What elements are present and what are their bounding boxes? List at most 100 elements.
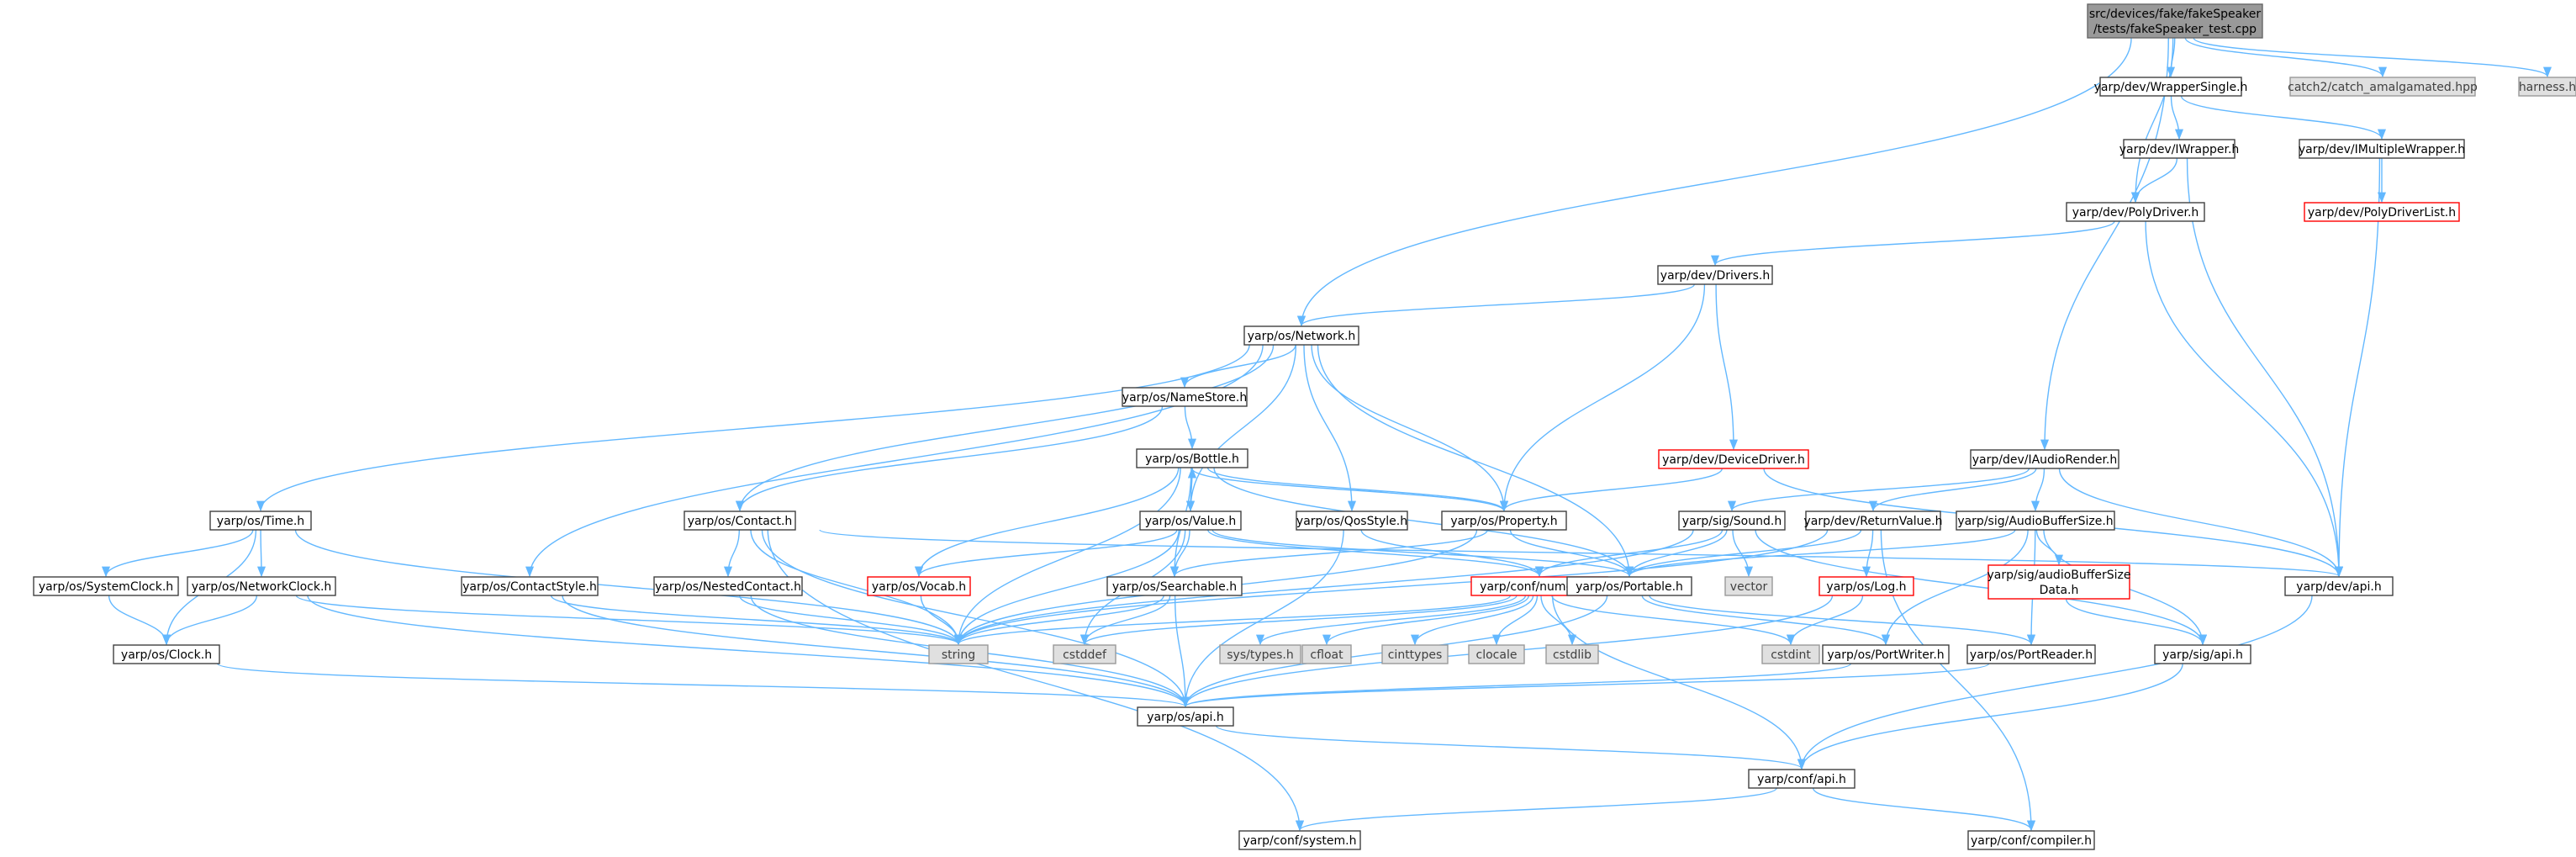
node-ContactStyle[interactable]: yarp/os/ContactStyle.h: [461, 576, 599, 596]
node-cstddef[interactable]: cstddef: [1053, 644, 1116, 664]
node-Drivers[interactable]: yarp/dev/Drivers.h: [1657, 265, 1773, 285]
node-NestedContact[interactable]: yarp/os/NestedContact.h: [653, 576, 803, 596]
node-box: [1724, 576, 1773, 596]
node-clocale[interactable]: clocale: [1468, 644, 1525, 664]
node-box: [1301, 644, 1352, 664]
edge-numeric-to-cstdint: [1551, 595, 1795, 646]
node-Sound[interactable]: yarp/sig/Sound.h: [1678, 510, 1786, 531]
node-AudioBufferSize[interactable]: yarp/sig/AudioBufferSize.h: [1956, 510, 2115, 531]
node-devapi[interactable]: yarp/dev/api.h: [2284, 576, 2394, 596]
node-label: /tests/fakeSpeaker_test.cpp: [2093, 23, 2257, 36]
edge-line: [2130, 37, 2174, 204]
node-DeviceDriver[interactable]: yarp/dev/DeviceDriver.h: [1658, 449, 1809, 469]
node-Searchable[interactable]: yarp/os/Searchable.h: [1106, 576, 1243, 596]
node-label: src/devices/fake/fakeSpeaker: [2089, 8, 2262, 21]
node-label: yarp/dev/Drivers.h: [1660, 269, 1770, 283]
node-harness[interactable]: harness.h: [2518, 77, 2576, 97]
node-Bottle[interactable]: yarp/os/Bottle.h: [1136, 448, 1248, 468]
node-Log[interactable]: yarp/os/Log.h: [1819, 576, 1914, 596]
edge-line: [2040, 37, 2169, 451]
edge-line: [2180, 95, 2386, 140]
node-PortReader[interactable]: yarp/os/PortReader.h: [1966, 644, 2096, 664]
edge-line: [1360, 529, 1544, 578]
edge-line: [1297, 37, 2132, 327]
edge-Clock-to-osapi: [216, 663, 1190, 708]
edge-line: [1551, 595, 1795, 646]
node-confapi[interactable]: yarp/conf/api.h: [1748, 769, 1855, 789]
node-label: yarp/os/Searchable.h: [1112, 580, 1237, 594]
edge-Sound-to-numeric: [1535, 529, 1723, 578]
node-Vocab[interactable]: yarp/os/Vocab.h: [867, 576, 971, 596]
edge-Bottle-to-Property: [1206, 467, 1508, 512]
edge-line: [1188, 467, 1505, 512]
edge-confapi-to-system: [1296, 787, 1777, 832]
node-Network[interactable]: yarp/os/Network.h: [1243, 325, 1359, 346]
node-NameStore[interactable]: yarp/os/NameStore.h: [1122, 387, 1248, 407]
edge-line: [2186, 157, 2344, 578]
node-vector[interactable]: vector: [1724, 576, 1773, 596]
node-box: [2299, 139, 2465, 159]
node-cinttypes[interactable]: cinttypes: [1381, 644, 1449, 664]
node-Clock[interactable]: yarp/os/Clock.h: [113, 644, 220, 664]
node-catch2[interactable]: catch2/catch_amalgamated.hpp: [2288, 77, 2478, 97]
node-NetworkClock[interactable]: yarp/os/NetworkClock.h: [187, 576, 336, 596]
node-label: yarp/os/Log.h: [1826, 580, 1906, 594]
edge-line: [294, 529, 963, 646]
edge-line: [2193, 37, 2552, 78]
node-PolyDriverList[interactable]: yarp/dev/PolyDriverList.h: [2304, 202, 2460, 222]
edge-line: [1297, 283, 1696, 327]
edge-line: [915, 529, 1178, 578]
node-sigapi[interactable]: yarp/sig/api.h: [2154, 644, 2251, 664]
node-systypes[interactable]: sys/types.h: [1219, 644, 1301, 664]
node-Portable[interactable]: yarp/os/Portable.h: [1566, 576, 1692, 596]
edge-Value-to-Vocab: [915, 529, 1178, 578]
node-root[interactable]: src/devices/fake/fakeSpeaker/tests/fakeS…: [2087, 3, 2263, 39]
node-WrapperSingle[interactable]: yarp/dev/WrapperSingle.h: [2094, 77, 2248, 97]
node-ReturnValue[interactable]: yarp/dev/ReturnValue.h: [1804, 510, 1943, 531]
edge-Network-to-Time: [256, 344, 1250, 512]
node-compiler[interactable]: yarp/conf/compiler.h: [1967, 830, 2095, 850]
edge-line: [1256, 595, 1527, 646]
node-Value[interactable]: yarp/os/Value.h: [1139, 510, 1242, 531]
node-IAudioRender[interactable]: yarp/dev/IAudioRender.h: [1970, 449, 2119, 469]
edge-numeric-to-cfloat: [1322, 595, 1530, 646]
node-Contact[interactable]: yarp/os/Contact.h: [684, 510, 796, 531]
edge-line: [953, 467, 1181, 646]
node-cfloat[interactable]: cfloat: [1301, 644, 1352, 664]
node-box: [1219, 644, 1301, 664]
edge-line: [1303, 344, 1357, 512]
edges-layer: [102, 37, 2552, 832]
node-label: yarp/os/Portable.h: [1576, 580, 1683, 594]
node-label: string: [942, 648, 975, 662]
node-box: [1566, 576, 1692, 596]
edge-line: [1499, 283, 1706, 512]
edge-Contact-to-string: [750, 529, 963, 646]
node-label: yarp/os/NetworkClock.h: [192, 580, 332, 594]
edge-IWrapper-to-PolyDriver: [2130, 157, 2178, 204]
node-string[interactable]: string: [928, 644, 989, 664]
node-label: yarp/os/NestedContact.h: [655, 580, 801, 594]
edge-ReturnValue-to-Portable: [1625, 529, 1862, 578]
edge-IMultipleWrapper-to-devapi: [2334, 157, 2381, 578]
node-box: [1238, 830, 1361, 850]
node-QosStyle[interactable]: yarp/os/QosStyle.h: [1296, 510, 1408, 531]
node-PolyDriver[interactable]: yarp/dev/PolyDriver.h: [2066, 202, 2205, 222]
edge-root-to-Network: [1297, 37, 2132, 327]
node-cstdint[interactable]: cstdint: [1761, 644, 1820, 664]
edge-IAudioRender-to-devapi: [2058, 468, 2343, 578]
node-IWrapper[interactable]: yarp/dev/IWrapper.h: [2119, 139, 2240, 159]
node-Time[interactable]: yarp/os/Time.h: [209, 510, 312, 531]
node-label: yarp/os/Bottle.h: [1145, 452, 1239, 466]
edge-root-to-catch2: [2184, 37, 2387, 78]
node-system[interactable]: yarp/conf/system.h: [1238, 830, 1361, 850]
node-PortWriter[interactable]: yarp/os/PortWriter.h: [1822, 644, 1950, 664]
node-SystemClock[interactable]: yarp/os/SystemClock.h: [33, 576, 179, 596]
node-IMultipleWrapper[interactable]: yarp/dev/IMultipleWrapper.h: [2299, 139, 2465, 159]
edge-line: [1311, 344, 1509, 512]
node-label: yarp/conf/api.h: [1757, 773, 1846, 786]
node-Property[interactable]: yarp/os/Property.h: [1441, 510, 1567, 531]
node-osapi[interactable]: yarp/os/api.h: [1137, 706, 1234, 727]
node-cstdlib[interactable]: cstdlib: [1545, 644, 1599, 664]
node-label: yarp/dev/api.h: [2296, 580, 2381, 594]
